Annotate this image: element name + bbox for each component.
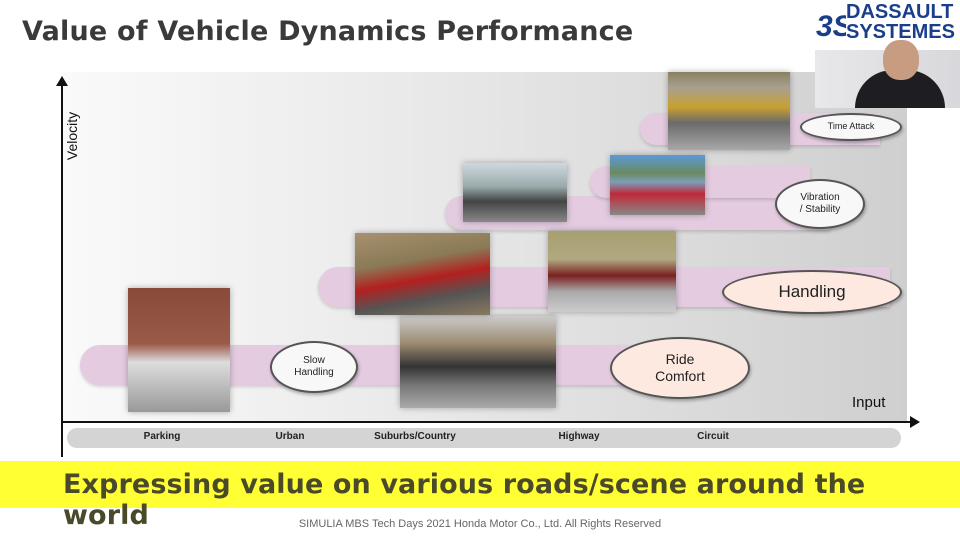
category-bar <box>67 428 901 448</box>
red-civic-photo <box>548 231 676 312</box>
grey-car-photo <box>463 163 567 222</box>
presenter-webcam <box>815 40 960 108</box>
value-text: Vibration <box>800 191 840 203</box>
banner: Expressing value on various roads/scene … <box>0 461 960 531</box>
x-axis <box>61 421 913 423</box>
category-circuit: Circuit <box>697 431 729 442</box>
category-highway: Highway <box>558 431 600 442</box>
value-time-attack: Time Attack <box>800 113 902 141</box>
yellow-hatch-photo <box>668 72 790 150</box>
value-text: Time Attack <box>827 121 875 132</box>
value-text: Handling <box>294 367 334 378</box>
category-parking: Parking <box>143 431 181 442</box>
black-sedan-photo <box>400 316 556 408</box>
value-text: Ride <box>665 350 695 367</box>
value-text: Handling <box>778 282 846 302</box>
value-handling: Handling <box>722 270 902 314</box>
slide-title: Value of Vehicle Dynamics Performance <box>22 16 634 47</box>
category-urban: Urban <box>275 431 305 442</box>
presenter-face <box>883 40 919 80</box>
category-suburbs-country: Suburbs/Country <box>374 431 456 442</box>
x-axis-label: Input <box>852 394 886 411</box>
x-axis-arrow-icon <box>910 416 920 428</box>
footer: SIMULIA MBS Tech Days 2021 Honda Motor C… <box>298 518 662 530</box>
value-text: Slow <box>303 354 325 366</box>
y-axis <box>61 82 63 457</box>
y-axis-arrow-icon <box>56 76 68 86</box>
svg-text:3S: 3S <box>816 10 846 43</box>
value-vibration-stability: Vibration/ Stability <box>775 179 865 229</box>
red-sedan-photo <box>355 233 490 315</box>
value-text: Comfort <box>655 368 705 384</box>
value-text: / Stability <box>799 204 841 215</box>
y-axis-label: Velocity <box>64 111 81 161</box>
3ds-logo-icon: 3S <box>816 10 846 43</box>
banner-text: Expressing value on various roads/scene … <box>63 469 866 531</box>
minivan-photo <box>128 288 230 412</box>
red-accord-photo <box>610 155 705 215</box>
